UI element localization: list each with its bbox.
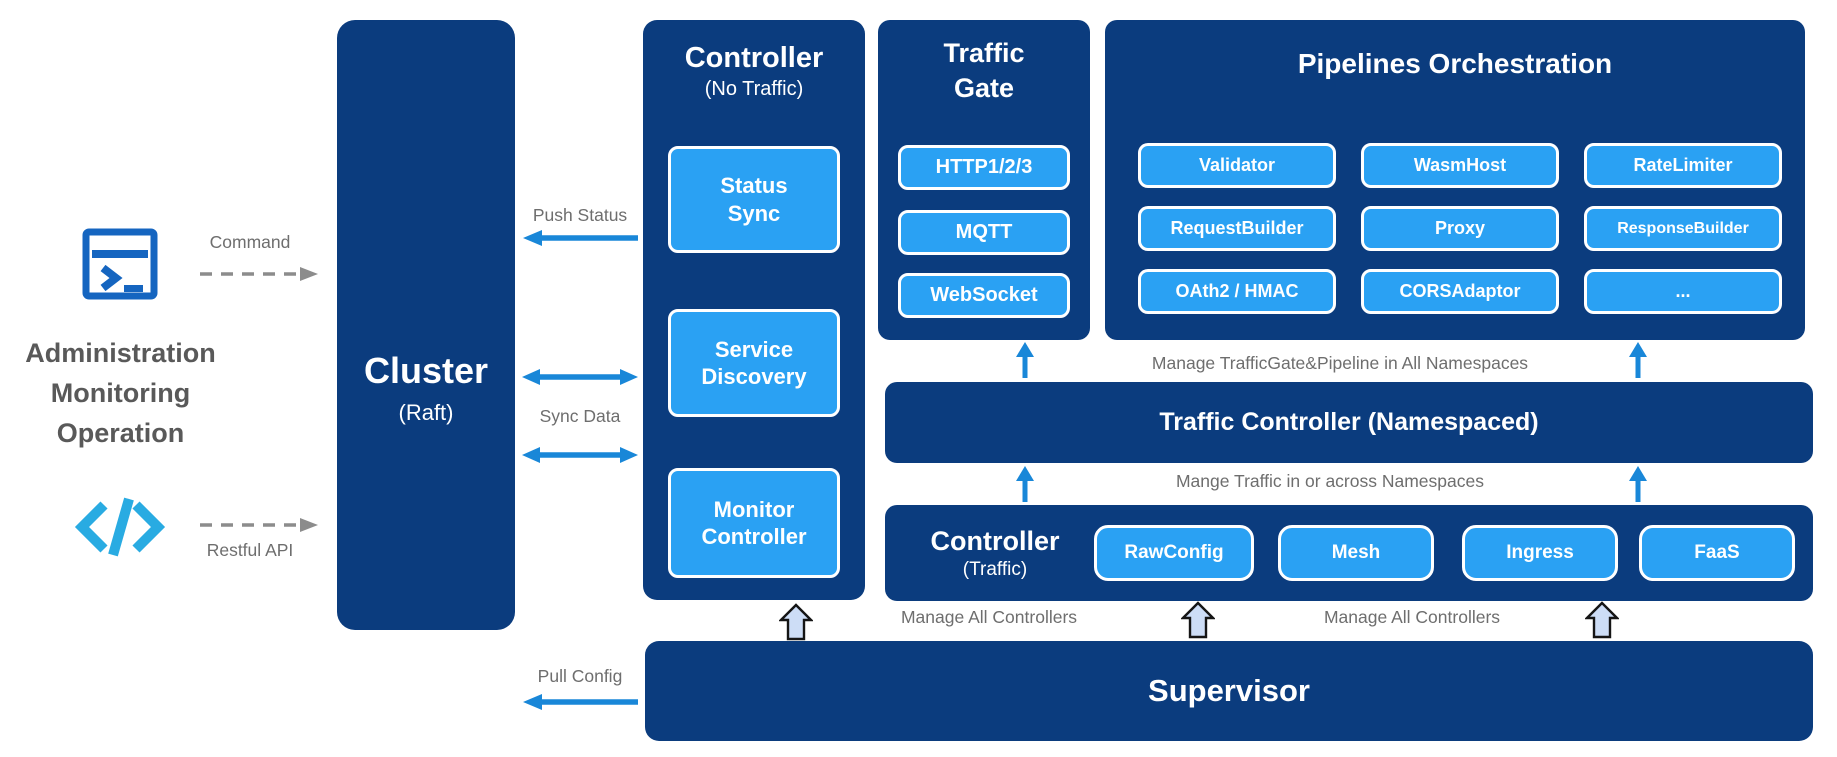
http-label: HTTP1/2/3 bbox=[935, 156, 1033, 178]
validator-box: Validator bbox=[1138, 143, 1336, 188]
block-up-arrow-left bbox=[1181, 601, 1215, 639]
block-up-arrow-right bbox=[1585, 601, 1619, 639]
admin-line-3: Operation bbox=[56, 418, 185, 448]
http-box: HTTP1/2/3 bbox=[898, 145, 1070, 190]
responsebuilder-box: ResponseBuilder bbox=[1584, 206, 1782, 251]
rawconfig-box: RawConfig bbox=[1094, 525, 1254, 581]
controller-no-traffic-subtitle: (No Traffic) bbox=[704, 78, 804, 100]
controller-no-traffic-box: Controller (No Traffic) Status Sync Serv… bbox=[643, 20, 865, 600]
controller-traffic-subtitle: (Traffic) bbox=[962, 558, 1028, 580]
controller-traffic-box: Controller (Traffic) RawConfig Mesh Ingr… bbox=[885, 505, 1813, 601]
websocket-label: WebSocket bbox=[930, 284, 1038, 306]
mqtt-label: MQTT bbox=[955, 221, 1013, 243]
up-arrow-to-traffic-controller-right bbox=[1629, 466, 1647, 502]
monitor-controller-label: Monitor Controller bbox=[701, 496, 807, 550]
push-status-label: Push Status bbox=[532, 205, 628, 225]
controller-traffic-title: Controller bbox=[930, 525, 1060, 556]
admin-text: Administration Monitoring Operation bbox=[8, 333, 233, 453]
mange-traffic-label: Mange Traffic in or across Namespaces bbox=[1175, 471, 1484, 491]
cluster-box: Cluster (Raft) bbox=[337, 20, 515, 630]
manage-trafficgate-pipeline-label: Manage TrafficGate&Pipeline in All Names… bbox=[1151, 353, 1529, 373]
sync-double-arrow-top bbox=[522, 369, 638, 385]
pull-config-label: Pull Config bbox=[537, 666, 623, 686]
admin-line-2: Monitoring bbox=[50, 378, 191, 408]
sync-double-arrow-bottom bbox=[522, 447, 638, 463]
up-arrow-to-pipelines bbox=[1629, 342, 1647, 378]
command-label: Command bbox=[209, 232, 291, 252]
pipelines-orchestration-box: Pipelines Orchestration Validator WasmHo… bbox=[1105, 20, 1805, 340]
block-up-arrow-controller bbox=[779, 603, 813, 641]
service-discovery-label: Service Discovery bbox=[701, 336, 807, 390]
cluster-text: Cluster (Raft) bbox=[337, 350, 515, 426]
up-arrow-to-traffic-controller-left bbox=[1016, 466, 1034, 502]
code-brackets-icon bbox=[74, 497, 166, 557]
ingress-box: Ingress bbox=[1462, 525, 1618, 581]
status-sync-label: Status Sync bbox=[720, 173, 788, 226]
cluster-title: Cluster bbox=[363, 350, 489, 391]
pull-config-arrow bbox=[523, 694, 638, 710]
websocket-box: WebSocket bbox=[898, 273, 1070, 318]
traffic-gate-box: Traffic Gate HTTP1/2/3 MQTT WebSocket bbox=[878, 20, 1090, 340]
up-arrow-to-traffic-gate bbox=[1016, 342, 1034, 378]
cluster-subtitle: (Raft) bbox=[398, 400, 454, 425]
monitor-controller-box: Monitor Controller bbox=[668, 468, 840, 578]
restful-api-label: Restful API bbox=[206, 540, 294, 560]
mqtt-box: MQTT bbox=[898, 210, 1070, 255]
pipelines-title: Pipelines Orchestration bbox=[1297, 48, 1613, 79]
ratelimiter-box: RateLimiter bbox=[1584, 143, 1782, 188]
restful-dashed-arrow bbox=[200, 518, 318, 532]
corsadaptor-box: CORSAdaptor bbox=[1361, 269, 1559, 314]
terminal-window-icon bbox=[82, 228, 158, 300]
manage-all-controllers-right-label: Manage All Controllers bbox=[1323, 607, 1501, 627]
traffic-controller-title: Traffic Controller (Namespaced) bbox=[1159, 408, 1539, 436]
supervisor-title: Supervisor bbox=[1148, 673, 1310, 708]
service-discovery-box: Service Discovery bbox=[668, 309, 840, 417]
command-dashed-arrow bbox=[200, 267, 318, 281]
proxy-box: Proxy bbox=[1361, 206, 1559, 251]
supervisor-bar: Supervisor bbox=[645, 641, 1813, 741]
traffic-controller-bar: Traffic Controller (Namespaced) bbox=[885, 382, 1813, 463]
mesh-box: Mesh bbox=[1278, 525, 1434, 581]
ellipsis-box: ... bbox=[1584, 269, 1782, 314]
sync-data-label: Sync Data bbox=[539, 406, 621, 426]
manage-all-controllers-left-label: Manage All Controllers bbox=[900, 607, 1078, 627]
wasmhost-box: WasmHost bbox=[1361, 143, 1559, 188]
controller-traffic-title-block: Controller (Traffic) bbox=[895, 505, 1095, 601]
faas-box: FaaS bbox=[1639, 525, 1795, 581]
controller-no-traffic-title: Controller bbox=[684, 42, 824, 74]
requestbuilder-box: RequestBuilder bbox=[1138, 206, 1336, 251]
push-status-arrow bbox=[523, 230, 638, 246]
status-sync-box: Status Sync bbox=[668, 146, 840, 253]
oauth2-hmac-box: OAth2 / HMAC bbox=[1138, 269, 1336, 314]
admin-line-1: Administration bbox=[25, 338, 216, 368]
traffic-gate-title: Traffic Gate bbox=[943, 38, 1025, 104]
